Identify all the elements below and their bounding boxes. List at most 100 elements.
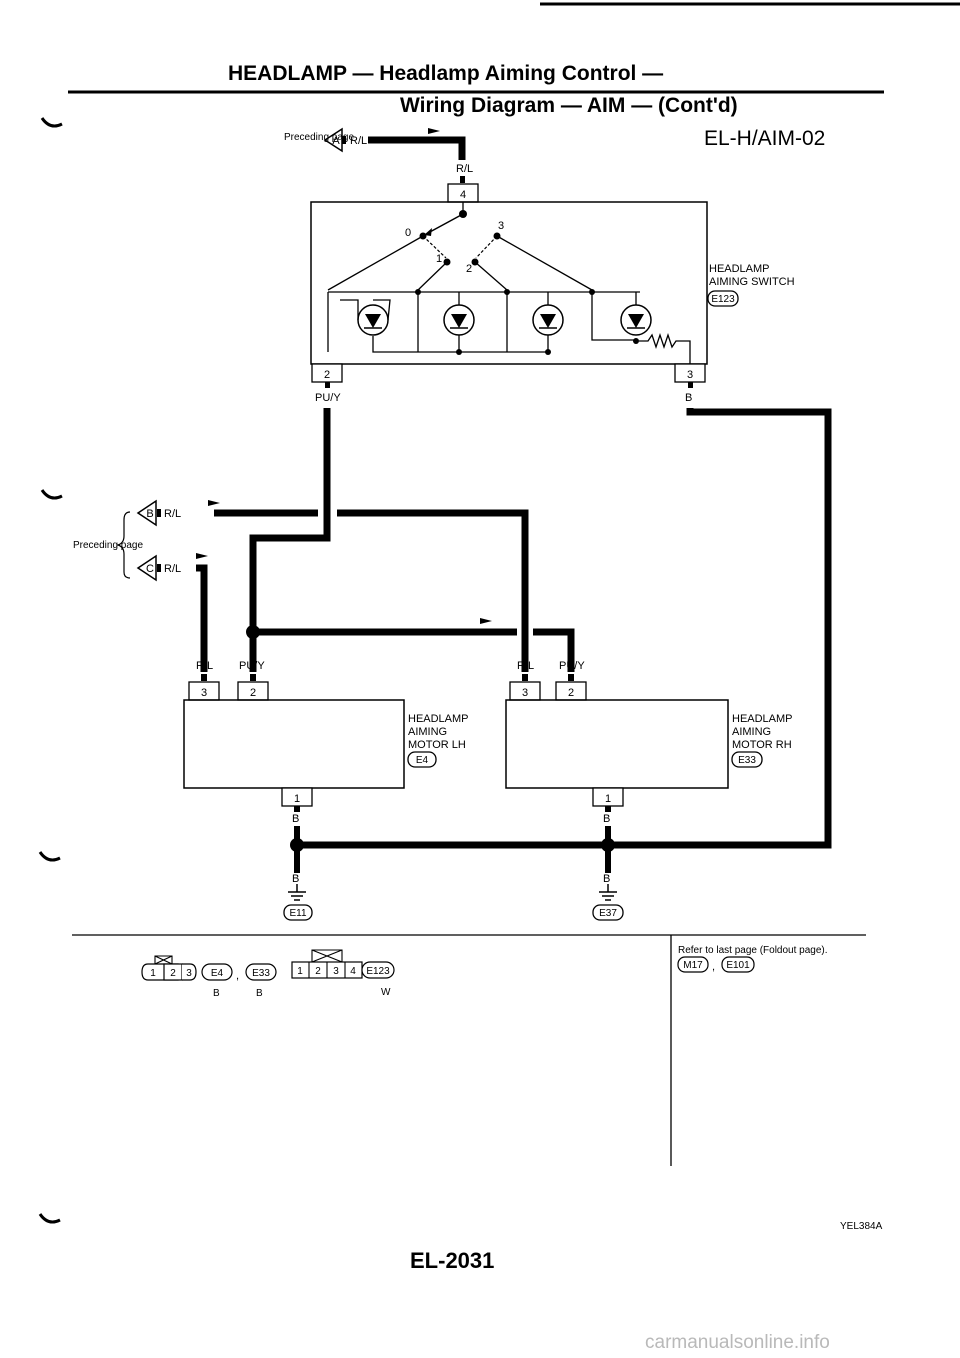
svg-text:C: C [146,563,154,575]
svg-text:M17: M17 [683,960,703,971]
wire-rl-c [196,564,208,672]
lh-pin-1: 1 [281,787,313,807]
motor-rh-name-1: HEADLAMP [732,713,793,725]
svg-text:2: 2 [324,369,330,381]
lh-ground-wire: B [292,873,299,885]
left-ref-brace [116,511,131,579]
switch-input-wire: R/L [456,163,473,175]
svg-text:4: 4 [460,189,466,201]
rh-wire-b: PU/Y [559,660,585,672]
motor-lh-name-1: HEADLAMP [408,713,469,725]
switch-left-wire: PU/Y [315,392,341,404]
motor-rh-connector: E33 [731,751,763,768]
ref-b-wire: R/L [164,508,181,520]
svg-text:2: 2 [466,263,472,275]
svg-text:B: B [146,508,153,520]
ref-arrow-b: B [136,499,161,527]
svg-text:A: A [332,135,340,147]
svg-text:E4: E4 [416,755,429,766]
junction-puy [246,625,260,639]
svg-text:E101: E101 [726,960,750,971]
margin-marks [38,117,63,1224]
svg-text:E11: E11 [289,908,306,919]
diagram-code: EL-H/AIM-02 [704,127,825,150]
svg-text:E33: E33 [738,755,756,766]
switch-name-2: AIMING SWITCH [709,276,795,288]
ground-connector-e11: E11 [283,904,313,921]
flow-arrow [428,128,440,134]
svg-text:2: 2 [170,968,176,979]
refer-connector-m17: M17 [677,956,709,973]
junction-ground-lh [290,838,304,852]
legend-color-e33: B [256,988,263,999]
switch-name-1: HEADLAMP [709,263,770,275]
lh-pin-3: 3 [188,681,220,701]
motor-rh-name-3: MOTOR RH [732,739,792,751]
legend-connector-e123: E123 [361,961,395,979]
aiming-switch-box [310,201,708,365]
refer-connector-e101: E101 [721,956,755,973]
rh-pin-3: 3 [509,681,541,701]
svg-text:3: 3 [498,220,504,232]
legend-separator: , [236,970,239,982]
motor-lh-connector: E4 [407,751,437,768]
svg-text:2: 2 [568,687,574,699]
svg-text:3: 3 [201,687,207,699]
ground-symbol-rh [599,884,617,901]
ground-symbol-lh [288,884,306,901]
svg-text:3: 3 [186,968,192,979]
switch-right-wire: B [685,392,692,404]
lh-pin-2: 2 [237,681,269,701]
lh-wire-b: PU/Y [239,660,265,672]
title-line-1: HEADLAMP — Headlamp Aiming Control — [228,62,663,85]
title-line-2: Wiring Diagram — AIM — (Cont'd) [400,94,738,117]
svg-text:4: 4 [350,966,356,977]
junction-ground-rh [601,838,615,852]
switch-pin-2: 2 [311,363,343,383]
wire-rl-b [214,509,529,672]
wire-b-right [608,408,832,849]
motor-lh-name-3: MOTOR LH [408,739,466,751]
rh-wire-a: R/L [517,660,534,672]
svg-text:2: 2 [250,687,256,699]
svg-text:1: 1 [294,793,300,805]
wire-puy-horizontal [253,628,575,672]
ref-arrow-a: A [323,127,346,153]
motor-rh-name-2: AIMING [732,726,771,738]
svg-text:3: 3 [687,369,693,381]
svg-text:2: 2 [315,966,321,977]
refer-separator: , [712,961,715,973]
svg-text:1: 1 [605,793,611,805]
ref-arrow-c: C [136,554,161,582]
motor-lh-name-2: AIMING [408,726,447,738]
lh-gnd-wire: B [292,813,299,825]
svg-text:E37: E37 [599,908,617,919]
rh-pin-1: 1 [592,787,624,807]
motor-lh-box [183,699,405,789]
wire-rl-top [368,136,466,160]
rh-pin-2: 2 [555,681,587,701]
figure-id: YEL384A [840,1221,883,1232]
legend-color-e4: B [213,988,220,999]
flow-arrow [208,500,220,506]
svg-text:E123: E123 [366,966,390,977]
flow-arrow [480,618,492,624]
svg-text:3: 3 [522,687,528,699]
ref-c-wire: R/L [164,563,181,575]
svg-text:E123: E123 [711,294,735,305]
svg-text:3: 3 [333,966,339,977]
refer-text: Refer to last page (Foldout page). [678,945,828,956]
flow-arrow [196,553,208,559]
svg-text:1: 1 [297,966,303,977]
rh-gnd-wire: B [603,813,610,825]
svg-text:1: 1 [436,253,442,265]
switch-pin-4: 4 [447,183,479,203]
connector-face-4pin: 1 2 3 4 [291,949,363,979]
svg-text:0: 0 [405,227,411,239]
svg-text:E33: E33 [252,968,270,979]
legend-connector-e4: E4 [201,963,233,981]
wire-puy-switch [249,408,331,632]
switch-internals: 0 1 2 3 [327,202,691,364]
svg-text:E4: E4 [211,968,224,979]
